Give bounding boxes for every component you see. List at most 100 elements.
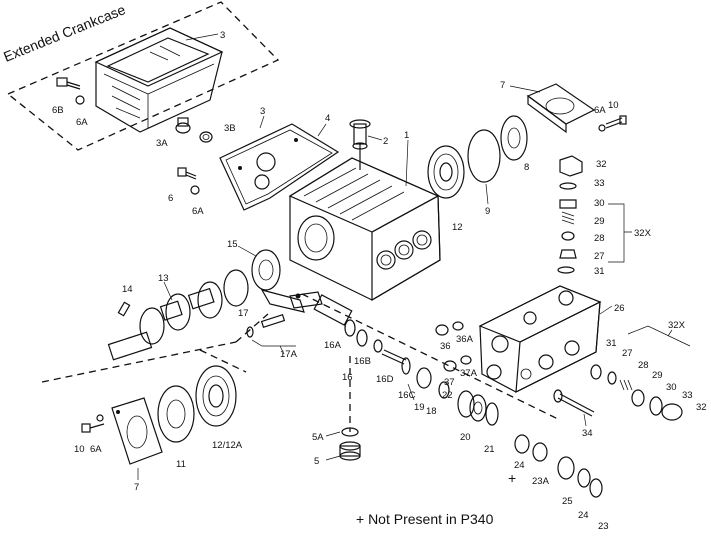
label-16c: 16C — [398, 390, 416, 401]
extended-crankcase-outline — [6, 1, 280, 151]
label-26: 26 — [614, 303, 625, 314]
label-16a: 16A — [324, 340, 342, 351]
label-6a-top: 6A — [76, 117, 88, 128]
label-18: 18 — [426, 406, 437, 417]
label-32-top: 32 — [596, 159, 607, 170]
label-31-top: 31 — [594, 266, 605, 277]
label-33-top: 33 — [594, 178, 605, 189]
label-22: 22 — [442, 390, 453, 401]
label-23a: 23A — [532, 476, 550, 487]
extended-crankcase-label: Extended Crankcase — [1, 1, 128, 65]
label-13: 13 — [158, 273, 169, 284]
label-36a: 36A — [456, 334, 474, 345]
label-6b: 6B — [52, 105, 64, 116]
label-17: 17 — [238, 308, 249, 319]
bearing-12-12a — [195, 365, 237, 427]
label-6: 6 — [168, 193, 173, 204]
assembly-line-main — [41, 293, 561, 421]
label-3b: 3B — [224, 123, 236, 134]
washer-6a-top — [75, 95, 85, 105]
label-3a: 3A — [156, 138, 168, 149]
label-1: 1 — [404, 130, 409, 141]
seal-16b — [356, 329, 368, 347]
bolt-6 — [177, 167, 197, 180]
o-ring-21 — [485, 402, 499, 426]
label-3-top: 3 — [220, 30, 225, 41]
pin-17 — [246, 313, 286, 338]
key-14 — [117, 301, 131, 317]
label-37: 37 — [444, 377, 455, 388]
crankcase-extension — [94, 27, 224, 133]
plunger-16a — [313, 294, 356, 337]
plug-3a — [175, 117, 191, 134]
label-6a-right: 6A — [594, 105, 606, 116]
label-2: 2 — [383, 136, 388, 147]
washer-16d — [373, 339, 383, 353]
label-23: 23 — [598, 521, 609, 532]
label-29-bottom: 29 — [652, 370, 663, 381]
label-24-mid: 24 — [514, 460, 525, 471]
valve-stack-top — [557, 155, 583, 274]
seal-8 — [500, 115, 528, 161]
oil-plug-2 — [349, 119, 371, 170]
label-27-bottom: 27 — [622, 348, 633, 359]
bolt-34 — [553, 389, 595, 417]
label-34: 34 — [582, 428, 593, 439]
label-11: 11 — [176, 459, 186, 470]
label-37a: 37A — [460, 368, 478, 379]
ring-24-bottom — [577, 468, 591, 488]
label-7-bottom: 7 — [134, 482, 139, 493]
label-33-bottom: 33 — [682, 390, 693, 401]
seal-3b — [199, 131, 213, 143]
not-present-note: + Not Present in P340 — [356, 511, 494, 527]
bearing-cover-7-top — [526, 83, 596, 134]
label-12-12a: 12/12A — [212, 440, 243, 451]
label-17a: 17A — [280, 349, 298, 360]
manifold-26 — [478, 285, 602, 394]
bearing-12 — [427, 145, 465, 199]
washer-6a-right — [598, 124, 606, 132]
bearing-15 — [251, 249, 281, 291]
label-20: 20 — [460, 432, 471, 443]
bearing-cover-7-bottom — [111, 397, 163, 465]
assembly-line-left — [199, 349, 247, 373]
label-36: 36 — [440, 341, 451, 352]
label-31-bottom: 31 — [606, 338, 617, 349]
label-16d: 16D — [376, 374, 394, 385]
label-24-bottom: 24 — [578, 510, 589, 521]
label-9: 9 — [485, 206, 490, 217]
label-32x-bottom: 32X — [668, 320, 686, 331]
label-30-bottom: 30 — [666, 382, 677, 393]
bolt-10-bottom — [81, 423, 105, 433]
label-24-plus: + — [508, 470, 516, 486]
retainer-20 — [457, 390, 487, 422]
plug-36 — [435, 324, 449, 336]
label-16: 16 — [342, 372, 353, 383]
plunger-16c — [381, 349, 411, 375]
label-16b: 16B — [354, 356, 371, 367]
valve-stack-bottom — [590, 364, 683, 421]
label-8: 8 — [524, 162, 529, 173]
label-28-top: 28 — [594, 233, 605, 244]
crankcase-body — [288, 157, 441, 302]
label-25: 25 — [562, 496, 573, 507]
label-6a-mid: 6A — [192, 206, 204, 217]
label-3-mid: 3 — [260, 106, 265, 117]
seal-18 — [416, 367, 432, 389]
label-5a: 5A — [312, 432, 324, 443]
bolt-6b — [56, 77, 81, 90]
label-10-bottom: 10 — [74, 444, 85, 455]
ring-23 — [589, 478, 603, 498]
label-7-top: 7 — [500, 80, 505, 91]
label-32x-top: 32X — [634, 228, 652, 239]
ring-24-mid — [514, 434, 530, 454]
seal-36a — [452, 321, 464, 331]
label-12: 12 — [452, 222, 463, 233]
seal-22 — [438, 381, 450, 399]
seal-11 — [157, 385, 195, 443]
plug-5 — [339, 441, 361, 461]
seal-37a — [460, 355, 472, 365]
label-21: 21 — [484, 444, 495, 455]
label-14: 14 — [122, 284, 133, 295]
bolt-10-top — [605, 115, 627, 129]
